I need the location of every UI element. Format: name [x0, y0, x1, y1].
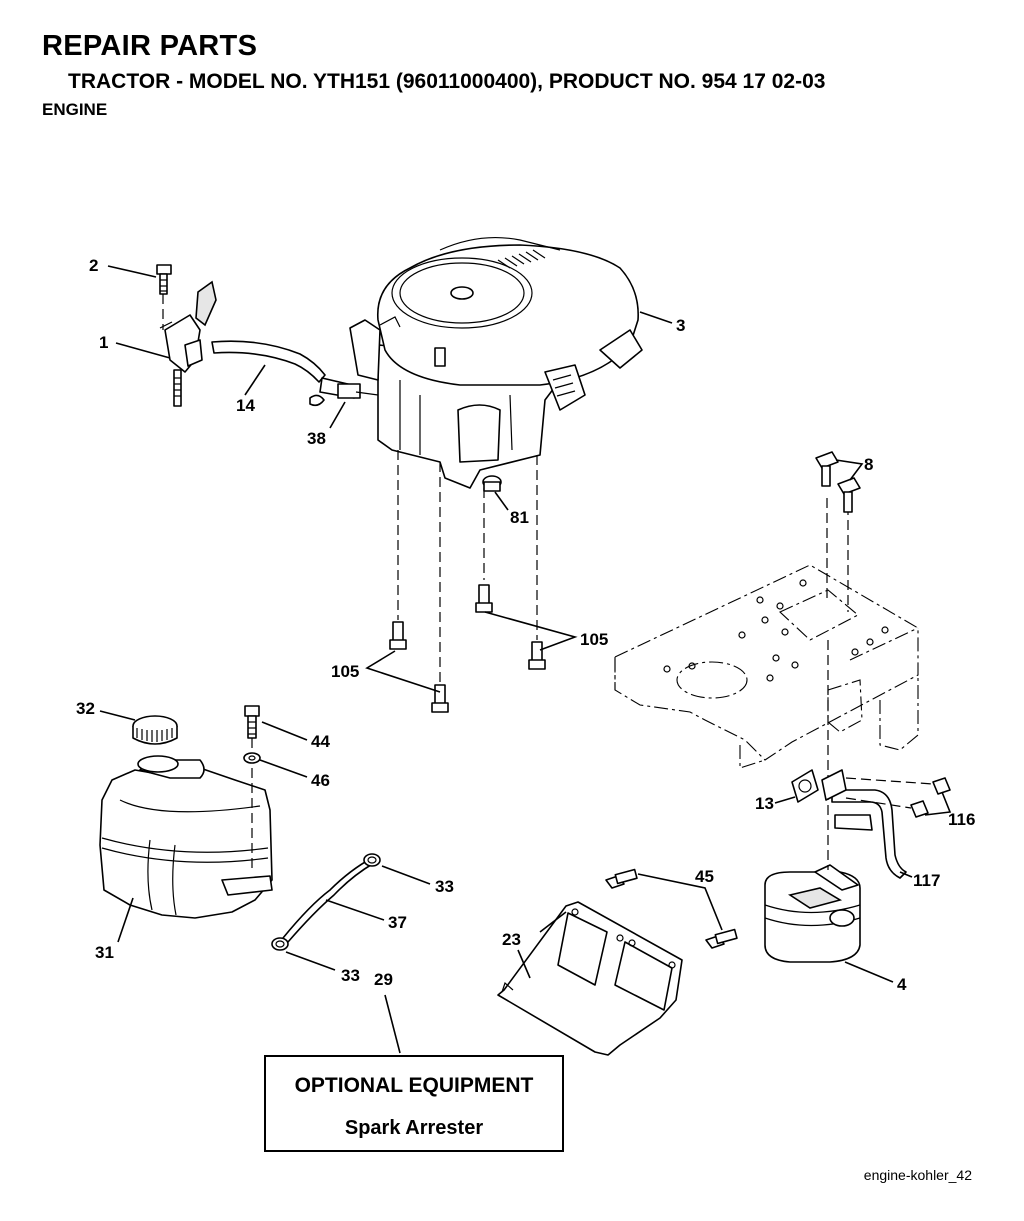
- callout-81: 81: [510, 508, 529, 527]
- nuts-116-part: [845, 777, 952, 818]
- callout-37: 37: [388, 913, 407, 932]
- callout-32: 32: [76, 699, 95, 718]
- gasket-13-part: [774, 769, 847, 804]
- spark-arrester-label: Spark Arrester: [344, 1117, 484, 1139]
- section-label: ENGINE: [42, 100, 108, 119]
- optional-equipment-heading: OPTIONAL EQUIPMENT: [294, 1074, 534, 1097]
- heat-shield-23-part: [497, 901, 683, 1056]
- nut-81-part: [482, 475, 509, 511]
- callout-117: 117: [913, 871, 940, 890]
- fuel-hose-14-part: [211, 340, 326, 396]
- callout-13: 13: [755, 794, 774, 813]
- clamps-33-part: [271, 853, 431, 971]
- callout-45: 45: [695, 867, 714, 886]
- screws-45-part: [605, 868, 738, 949]
- page-title: REPAIR PARTS: [42, 30, 258, 62]
- mount-bolts-105-part: [365, 450, 578, 713]
- bolt-44-part: [244, 705, 308, 868]
- callout-4: 4: [897, 975, 907, 994]
- engine-part: [349, 236, 673, 489]
- callout-44: 44: [311, 732, 330, 751]
- callout-31: 31: [95, 943, 114, 962]
- callout-1: 1: [99, 333, 108, 352]
- tractor-frame: [614, 498, 919, 769]
- callout-105-right: 105: [580, 630, 608, 649]
- muffler-4-part: [764, 864, 894, 983]
- washer-46-part: [243, 752, 308, 778]
- diagram-code: engine-kohler_42: [863, 1167, 972, 1183]
- bolts-8-part: [815, 451, 864, 513]
- leader-29: [384, 994, 401, 1054]
- callout-38: 38: [307, 429, 326, 448]
- callout-14: 14: [236, 396, 255, 415]
- fuel-cap-32-part: [99, 710, 178, 745]
- callout-29: 29: [374, 970, 393, 989]
- model-subtitle: TRACTOR - MODEL NO. YTH151 (96011000400)…: [68, 70, 826, 93]
- exhaust-pipe-117-part: [827, 640, 913, 879]
- callout-3: 3: [676, 316, 685, 335]
- callout-46: 46: [311, 771, 330, 790]
- callout-33-bottom: 33: [341, 966, 360, 985]
- fuel-filter-38-part: [309, 377, 379, 429]
- fuel-tank-31-part: [99, 755, 273, 943]
- callout-8: 8: [864, 455, 873, 474]
- optional-equipment-box: OPTIONAL EQUIPMENT Spark Arrester: [264, 1055, 564, 1152]
- callout-105-left: 105: [331, 662, 359, 681]
- throttle-bracket-part: [115, 280, 217, 407]
- bolt-2-part: [107, 264, 172, 330]
- fuel-line-37-part: [282, 857, 385, 943]
- callout-33-top: 33: [435, 877, 454, 896]
- callout-2: 2: [89, 256, 98, 275]
- callout-116: 116: [948, 810, 975, 829]
- callout-23: 23: [502, 930, 521, 949]
